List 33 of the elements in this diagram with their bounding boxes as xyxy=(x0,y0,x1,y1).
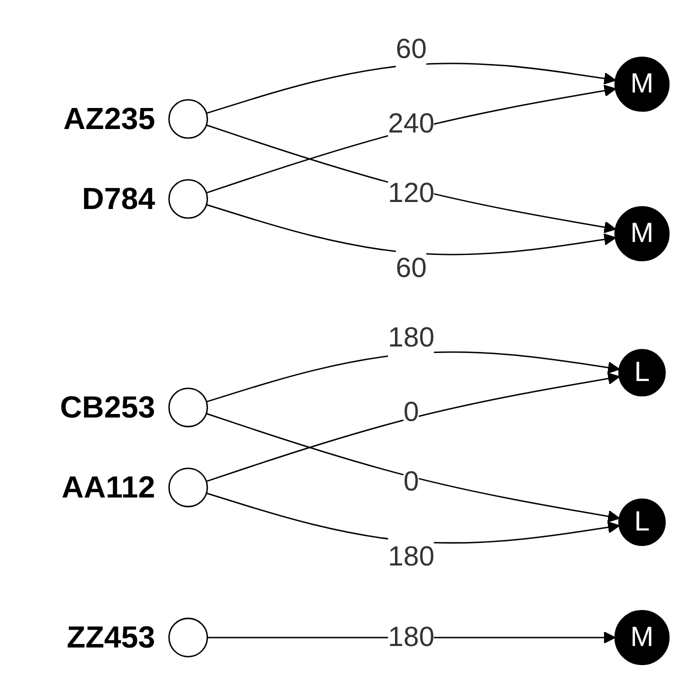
edge-label: 180 xyxy=(388,622,434,653)
edge-label: 60 xyxy=(396,253,427,284)
arrow xyxy=(206,62,616,114)
arrow xyxy=(207,631,616,644)
node-circle: M xyxy=(614,206,670,262)
edge-label: 60 xyxy=(396,34,427,65)
node-circle xyxy=(168,99,208,139)
node-circle xyxy=(168,388,208,428)
node-caption: CB253 xyxy=(60,390,156,424)
arrow xyxy=(206,412,620,522)
edge-label: 180 xyxy=(388,322,434,354)
arrow xyxy=(206,492,620,544)
edge-label: 0 xyxy=(403,466,419,498)
edge-label: 0 xyxy=(403,397,419,428)
arrow xyxy=(206,84,616,194)
arrow xyxy=(206,372,620,482)
arrow xyxy=(206,204,616,256)
node-circle xyxy=(168,179,208,219)
node-circle xyxy=(168,468,208,508)
node-circle: L xyxy=(618,498,666,546)
node-caption: ZZ453 xyxy=(66,620,156,655)
node-caption: AA112 xyxy=(62,470,156,504)
node-circle: M xyxy=(614,56,670,112)
edge-label: 180 xyxy=(388,542,434,572)
arrow xyxy=(206,351,620,402)
edge-label: 240 xyxy=(388,108,434,140)
arrow xyxy=(206,124,616,234)
edge-label: 120 xyxy=(388,178,434,209)
node-circle xyxy=(168,618,208,658)
node-circle: M xyxy=(614,610,670,666)
node-circle: L xyxy=(618,349,666,396)
node-caption: D784 xyxy=(82,182,156,216)
node-caption: AZ235 xyxy=(63,102,156,136)
